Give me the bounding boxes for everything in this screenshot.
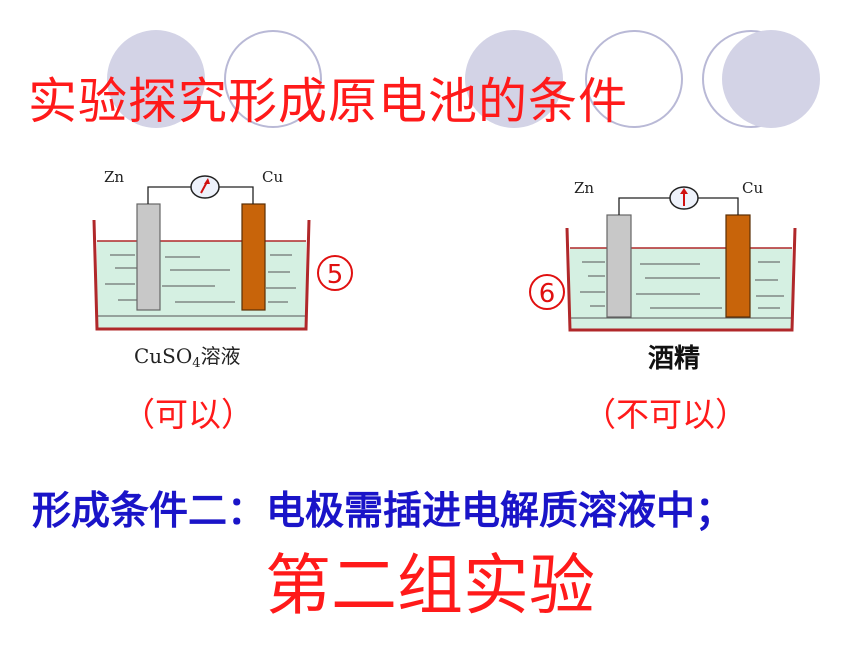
condition-statement: 形成条件二：电极需插进电解质溶液中； — [32, 488, 735, 534]
solution-5 — [97, 241, 306, 329]
page-title: 实验探究形成原电池的条件 — [28, 73, 629, 130]
copper-label-5: Cu — [262, 168, 283, 186]
cell-5: Zn Cu 5 CuSO4溶液 — [92, 168, 353, 371]
copper-label-6: Cu — [742, 179, 763, 197]
wire-left-5 — [147, 186, 191, 204]
result-cell-5: （可以） — [122, 395, 254, 434]
group-label: 第二组实验 — [265, 547, 595, 624]
zinc-electrode-6 — [606, 214, 632, 318]
beaker-5 — [92, 219, 311, 331]
svg-text:6: 6 — [539, 279, 556, 309]
solution-label-6: 酒精 — [648, 344, 700, 374]
copper-electrode-5 — [241, 203, 266, 311]
wire-right-5 — [218, 186, 254, 204]
number-circle-6 — [529, 274, 565, 310]
decor-ring-2 — [585, 30, 683, 128]
decor-circle-1 — [107, 30, 205, 128]
beaker-6 — [565, 227, 797, 332]
decor-ring-1 — [224, 30, 322, 128]
wire-left-6 — [618, 197, 670, 215]
result-cell-6: （不可以） — [583, 395, 748, 434]
zinc-label-6: Zn — [574, 179, 594, 197]
solution-label-5: CuSO4溶液 — [134, 344, 241, 371]
zinc-label-5: Zn — [104, 168, 124, 186]
number-circle-5 — [317, 255, 353, 291]
decor-circle-2 — [465, 30, 563, 128]
svg-text:5: 5 — [327, 260, 344, 290]
cell-6: Zn Cu 6 酒精 — [529, 179, 797, 374]
zinc-electrode-5 — [136, 203, 161, 311]
decor-circle-3 — [722, 30, 820, 128]
copper-electrode-6 — [725, 214, 751, 318]
wire-right-6 — [698, 197, 739, 215]
